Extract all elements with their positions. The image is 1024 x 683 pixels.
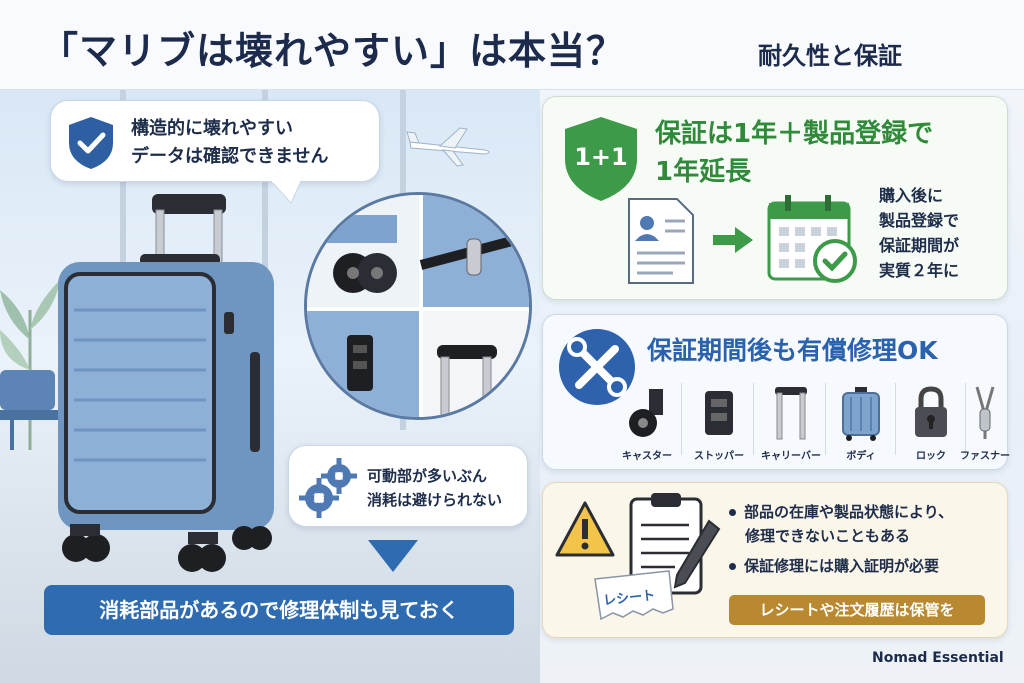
caution-text: 保証修理には購入証明が必要 — [744, 557, 940, 575]
repair-title: 保証期間後も有償修理OK — [647, 336, 938, 365]
bubble-tail — [271, 181, 301, 204]
bubble-line: データは確認できません — [131, 146, 329, 167]
warranty-title-line: 保証は1年＋製品登録で — [655, 119, 934, 149]
part-label: キャリーバー — [761, 451, 821, 462]
caution-bullet-cont: 修理できないこともある — [745, 527, 911, 545]
divider — [825, 383, 826, 455]
bullet-dot — [729, 563, 736, 570]
window-frame — [120, 90, 126, 430]
warning-icon — [555, 501, 615, 557]
part-caster: キャスター — [615, 381, 679, 462]
speech-bubble-no-data: 構造的に壊れやすい データは確認できません — [50, 100, 380, 204]
padlock-icon — [915, 386, 947, 437]
part-label: ファスナー — [960, 451, 1010, 462]
warranty-note-line: 保証期間が — [879, 236, 960, 255]
speech-bubble-wear: 可動部が多いぶん 消耗は避けられない — [288, 445, 528, 527]
warranty-note-line: 購入後に — [879, 186, 944, 205]
bubble-line: 可動部が多いぶん — [367, 467, 488, 485]
shield-check-icon — [69, 117, 113, 169]
clipboard-pen-icon — [629, 493, 721, 595]
bubble-line: 消耗は避けられない — [367, 491, 503, 509]
part-label: ストッパー — [694, 451, 744, 462]
warranty-card: 1+1 保証は1年＋製品登録で 1年延長 — [542, 96, 1008, 300]
brand-name: Nomad Essential — [872, 650, 1004, 666]
part-label: キャスター — [622, 451, 672, 462]
caution-bullet: 部品の在庫や製品状態により、 — [729, 501, 953, 523]
detail-closeup-image — [307, 195, 529, 417]
repair-advice-banner: 消耗部品があるので修理体制も見ておく — [44, 585, 514, 635]
tools-icon — [559, 329, 635, 405]
part-label: ボディ — [846, 451, 876, 462]
down-arrow-icon — [368, 540, 418, 572]
bullet-dot — [729, 509, 736, 516]
suitcase-illustration — [58, 194, 274, 572]
part-body: ボディ — [829, 381, 893, 462]
bubble-text: 可動部が多いぶん 消耗は避けられない — [367, 464, 502, 512]
repair-card: 保証期間後も有償修理OK キャスター ストッパー キャリーバー — [542, 314, 1010, 470]
receipt-icon — [594, 570, 674, 621]
divider — [681, 383, 682, 455]
header: 「マリブは壊れやすい」は本当？ 耐久性と保証 — [0, 0, 1024, 90]
part-zipper: ファスナー — [953, 381, 1017, 462]
warranty-note-line: 製品登録で — [879, 211, 960, 230]
warranty-badge-text: 1+1 — [574, 143, 628, 171]
airplane-icon — [406, 127, 490, 167]
part-carry-bar: キャリーバー — [759, 381, 823, 462]
gears-icon — [299, 458, 357, 518]
page-title: 「マリブは壊れやすい」は本当？ — [40, 29, 626, 73]
caution-card: レシート 部品の在庫や製品状態により、 修理できないこともある 保証修理には購入… — [542, 482, 1008, 638]
part-stopper: ストッパー — [687, 381, 751, 462]
divider — [965, 383, 966, 455]
carry-bar-icon — [775, 387, 807, 440]
warranty-title-line: 1年延長 — [655, 157, 752, 187]
caster-icon — [629, 389, 663, 437]
right-arrow-icon — [713, 227, 753, 253]
document-icon — [628, 198, 694, 284]
suitcase-body-icon — [842, 387, 880, 441]
zipper-icon — [975, 386, 995, 439]
caution-text: 部品の在庫や製品状態により、 — [744, 503, 954, 521]
part-label: ロック — [916, 451, 946, 462]
window-frame — [262, 90, 268, 430]
detail-closeup — [304, 192, 532, 420]
warranty-note: 購入後に 製品登録で 保証期間が 実質２年に — [879, 183, 959, 283]
bench-decoration — [0, 370, 60, 450]
page-subtitle: 耐久性と保証 — [758, 42, 902, 70]
calendar-check-icon — [767, 195, 857, 283]
divider — [895, 383, 896, 455]
stopper-icon — [705, 391, 733, 435]
warranty-note-line: 実質２年に — [879, 261, 960, 280]
bubble-text: 構造的に壊れやすい データは確認できません — [131, 115, 328, 171]
part-lock: ロック — [899, 381, 963, 462]
receipt-keep-banner: レシートや注文履歴は保管を — [729, 595, 985, 625]
warranty-title: 保証は1年＋製品登録で 1年延長 — [655, 115, 933, 191]
caution-bullet: 保証修理には購入証明が必要 — [729, 555, 939, 577]
shield-badge-icon — [565, 117, 637, 201]
bubble-line: 構造的に壊れやすい — [131, 118, 293, 139]
divider — [753, 383, 754, 455]
